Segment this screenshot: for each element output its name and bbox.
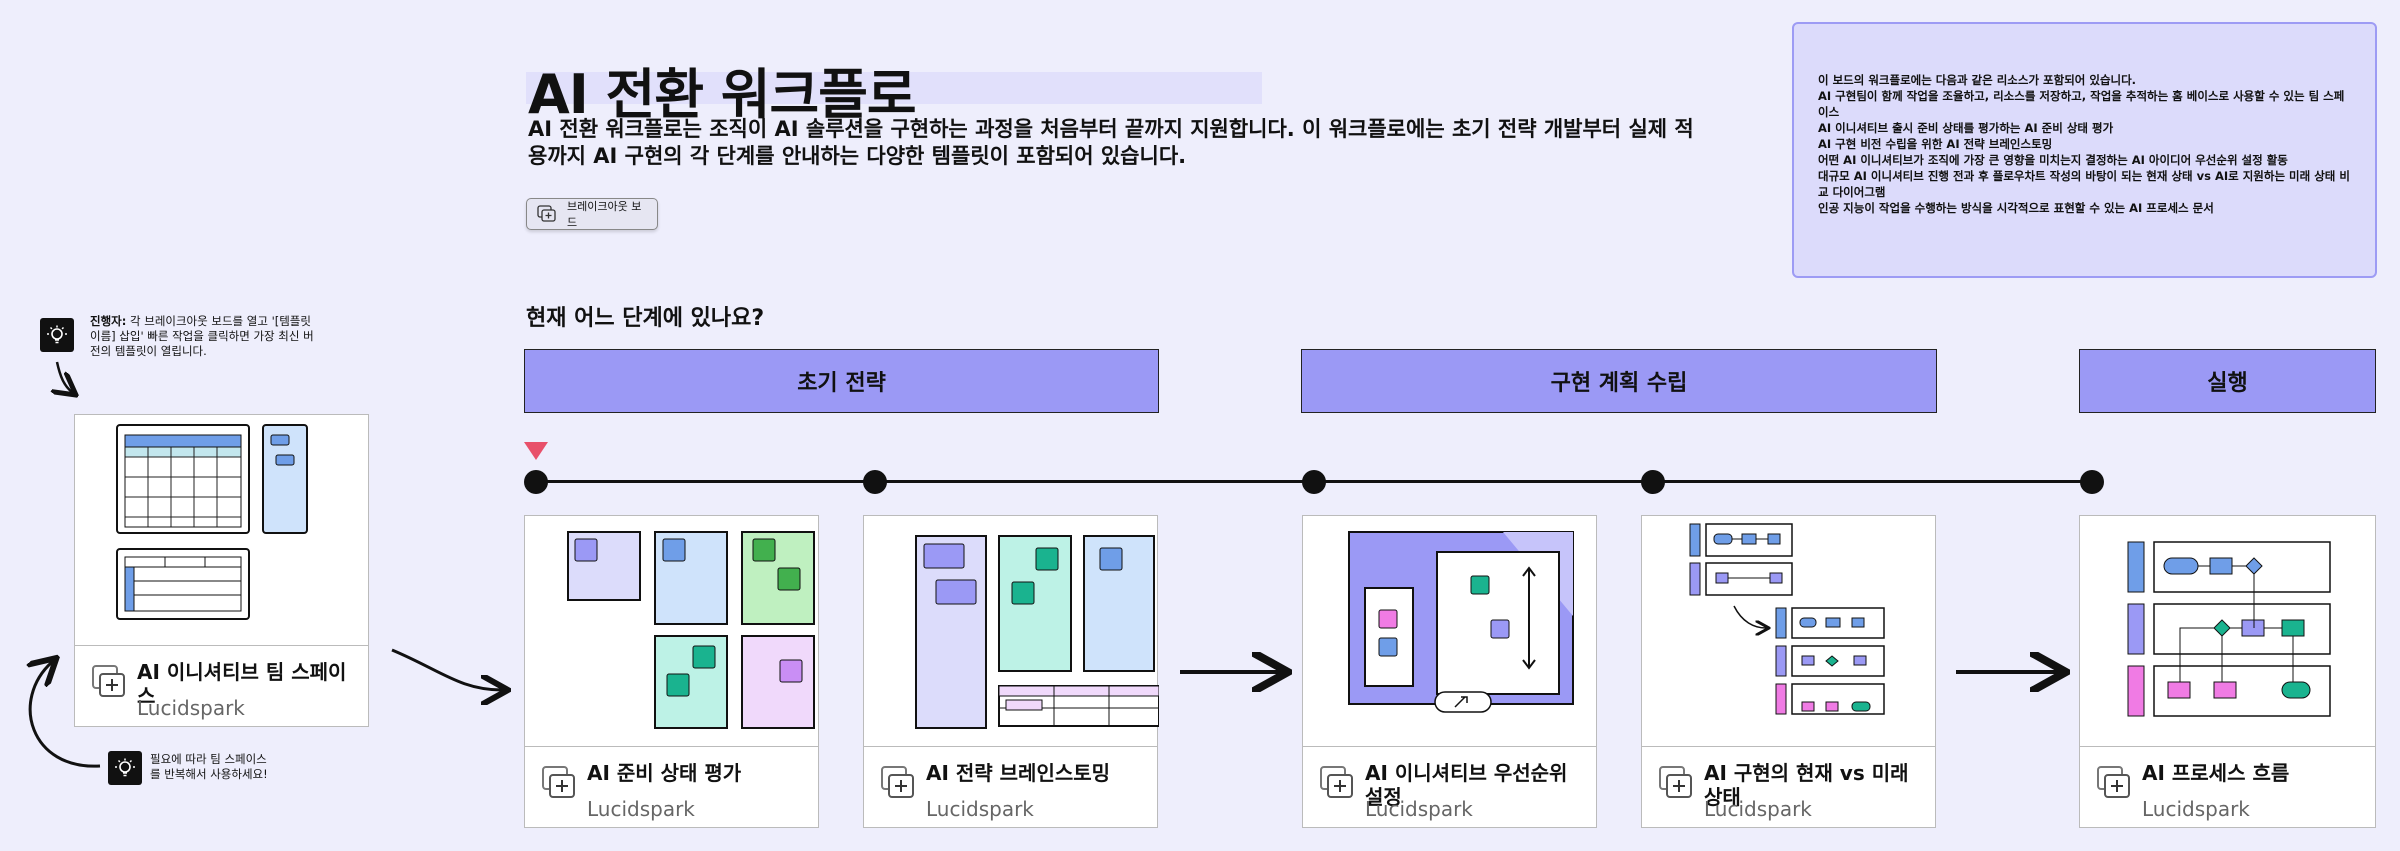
reuse-tip: 필요에 따라 팀 스페이스를 반복해서 사용하세요!: [150, 752, 268, 781]
card-name: AI 전략 브레인스토밍: [926, 761, 1111, 785]
resource-item: AI 구현 비전 수립을 위한 AI 전략 브레인스토밍: [1818, 137, 2053, 151]
card-label: AI 이니셔티브 우선순위 설정 Lucidspark: [1303, 746, 1596, 827]
card-name: AI 이니셔티브 우선순위 설정: [1365, 761, 1568, 809]
prioritization-preview: [1348, 531, 1574, 713]
resource-item: 어떤 AI 이니셔티브가 조직에 가장 큰 영향을 미치는지 결정하는 AI 아…: [1818, 153, 2288, 167]
process-flow-preview: [2127, 541, 2331, 717]
resource-item: AI 이니셔티브 출시 준비 상태를 평가하는 AI 준비 상태 평가: [1818, 121, 2114, 135]
card-product: Lucidspark: [587, 797, 695, 821]
resource-item: 인공 지능이 작업을 수행하는 방식을 시각적으로 표현할 수 있는 AI 프로…: [1818, 201, 2214, 215]
card-name: AI 이니셔티브 팀 스페이스: [137, 660, 347, 708]
timeline-dot: [1641, 470, 1665, 494]
lightbulb-icon: [40, 318, 74, 352]
card-prioritization[interactable]: AI 이니셔티브 우선순위 설정 Lucidspark: [1302, 515, 1597, 828]
phase-implementation-planning: 구현 계획 수립: [1301, 349, 1937, 413]
readiness-preview: [567, 531, 815, 729]
plus-frame-icon: [92, 665, 125, 697]
current-future-preview: [1689, 523, 1885, 715]
resource-item: 대규모 AI 이니셔티브 진행 전과 후 플로우차트 작성의 바탕이 되는 현재…: [1818, 169, 2350, 199]
facilitator-tip: 진행자: 각 브레이크아웃 보드를 열고 '[템플릿 이름] 삽입' 빠른 작업…: [90, 314, 320, 359]
timeline-dot: [2080, 470, 2104, 494]
lightbulb-icon: [108, 751, 142, 785]
card-label: AI 전략 브레인스토밍 Lucidspark: [864, 746, 1157, 827]
breakout-button-label: 브레이크아웃 보드: [567, 200, 642, 229]
timeline-dot: [863, 470, 887, 494]
page-description: AI 전환 워크플로는 조직이 AI 솔루션을 구현하는 과정을 처음부터 끝까…: [528, 117, 1694, 168]
plus-frame-icon: [1320, 766, 1353, 798]
phase-execution: 실행: [2079, 349, 2376, 413]
breakout-board-button[interactable]: 브레이크아웃 보드: [526, 198, 658, 230]
card-team-space[interactable]: AI 이니셔티브 팀 스페이스 Lucidspark: [74, 414, 369, 727]
timeline-dot: [1302, 470, 1326, 494]
plus-frame-icon: [2097, 766, 2130, 798]
card-product: Lucidspark: [2142, 797, 2250, 821]
brainstorm-preview: [915, 535, 1159, 729]
card-strategy-brainstorm[interactable]: AI 전략 브레인스토밍 Lucidspark: [863, 515, 1159, 828]
team-space-preview: [116, 424, 308, 620]
card-name: AI 준비 상태 평가: [587, 761, 742, 785]
plus-frame-icon: [881, 766, 914, 798]
card-name: AI 구현의 현재 vs 미래 상태: [1704, 761, 1909, 809]
card-product: Lucidspark: [1365, 797, 1473, 821]
card-product: Lucidspark: [1704, 797, 1812, 821]
card-label: AI 이니셔티브 팀 스페이스 Lucidspark: [75, 645, 368, 726]
plus-frame-icon: [537, 205, 556, 222]
card-name: AI 프로세스 흐름: [2142, 761, 2290, 785]
tip-label: 진행자:: [90, 314, 127, 328]
card-process-flow[interactable]: AI 프로세스 흐름 Lucidspark: [2079, 515, 2376, 828]
resource-item: AI 구현팀이 함께 작업을 조율하고, 리소스를 저장하고, 작업을 추적하는…: [1818, 89, 2345, 119]
phase-initial-strategy: 초기 전략: [524, 349, 1159, 413]
card-product: Lucidspark: [926, 797, 1034, 821]
card-readiness-assessment[interactable]: AI 준비 상태 평가 Lucidspark: [524, 515, 819, 828]
resources-intro: 이 보드의 워크플로에는 다음과 같은 리소스가 포함되어 있습니다.: [1818, 73, 2137, 87]
current-stage-marker-icon: [524, 442, 548, 460]
title-highlight: [526, 72, 1262, 104]
page-title: AI 전환 워크플로: [528, 63, 917, 126]
resources-note: 이 보드의 워크플로에는 다음과 같은 리소스가 포함되어 있습니다. AI 구…: [1792, 22, 2377, 278]
timeline-dot: [524, 470, 548, 494]
card-current-vs-future[interactable]: AI 구현의 현재 vs 미래 상태 Lucidspark: [1641, 515, 1936, 828]
card-label: AI 준비 상태 평가 Lucidspark: [525, 746, 818, 827]
plus-frame-icon: [542, 766, 575, 798]
card-label: AI 구현의 현재 vs 미래 상태 Lucidspark: [1642, 746, 1935, 827]
card-label: AI 프로세스 흐름 Lucidspark: [2080, 746, 2375, 827]
plus-frame-icon: [1659, 766, 1692, 798]
stage-question: 현재 어느 단계에 있나요?: [526, 306, 765, 331]
card-product: Lucidspark: [137, 696, 245, 720]
tip-text: 각 브레이크아웃 보드를 열고 '[템플릿 이름] 삽입' 빠른 작업을 클릭하…: [90, 314, 314, 358]
